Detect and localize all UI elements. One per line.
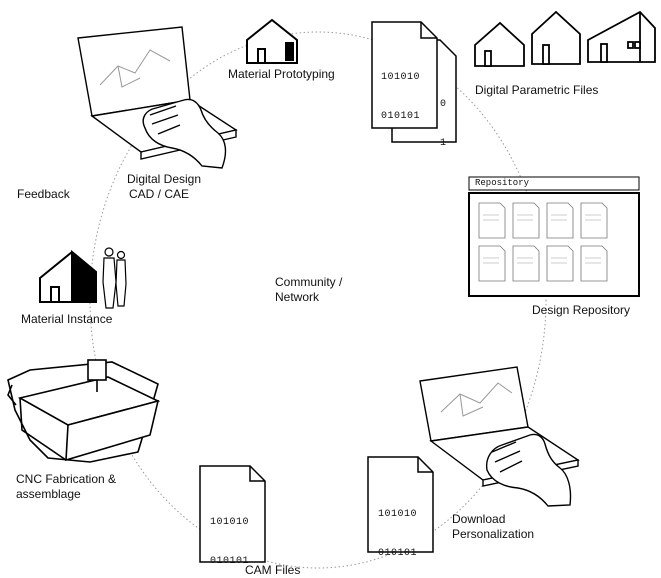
label-digital-design-line-1: Digital Design xyxy=(127,172,202,186)
label-cnc-line-1: CNC Fabrication & xyxy=(16,472,117,486)
label-digital-design: Digital Design CAD / CAE xyxy=(127,172,201,202)
hand-design-icon xyxy=(142,98,227,169)
label-digital-parametric-files: Digital Parametric Files xyxy=(475,83,599,97)
download-file-icon xyxy=(367,456,434,553)
label-community-network: Community / Network xyxy=(275,275,342,305)
download-file-binary: 101010 010101 xyxy=(378,482,417,573)
cam-file-icon xyxy=(199,465,266,563)
repository-header: Repository xyxy=(475,178,530,188)
instance-house-icon xyxy=(39,249,97,303)
label-center-line-1: Community / xyxy=(275,275,343,289)
label-center-line-2: Network xyxy=(275,290,320,304)
repository-files xyxy=(478,202,608,282)
label-cnc-line-2: assemblage xyxy=(16,487,81,501)
cnc-machine-icon xyxy=(7,359,161,463)
label-design-repository: Design Repository xyxy=(532,303,631,317)
parametric-file-binary: 101010 010101 xyxy=(381,45,420,136)
binary-line-2: 010101 xyxy=(381,111,421,122)
house-icon xyxy=(246,18,298,64)
binary-line-2: 010101 xyxy=(378,548,418,559)
binary-line-2: 010101 xyxy=(210,556,250,567)
cam-file-binary: 101010 010101 xyxy=(210,490,249,578)
label-feedback: Feedback xyxy=(17,187,70,201)
label-download-line-2: Personalization xyxy=(452,527,535,541)
back-sheet-binary-1: 0 xyxy=(440,99,447,110)
house-variants-icon xyxy=(474,10,656,67)
binary-line-1: 101010 xyxy=(378,509,418,520)
label-cam-files: CAM Files xyxy=(245,563,301,577)
label-download-line-1: Download xyxy=(452,512,506,526)
label-material-instance: Material Instance xyxy=(21,312,113,326)
hand-icon xyxy=(485,433,572,507)
label-digital-design-line-2: CAD / CAE xyxy=(129,187,190,201)
document-stack-icon xyxy=(371,21,457,143)
back-sheet-binary-2: 1 xyxy=(440,138,447,149)
binary-line-1: 101010 xyxy=(381,72,421,83)
repository-file-text xyxy=(483,214,601,264)
label-download-personalization: Download Personalization xyxy=(452,512,534,542)
back-sheet-binary: 0 1 xyxy=(440,72,453,163)
binary-line-1: 101010 xyxy=(210,517,250,528)
people-icon xyxy=(102,247,127,309)
label-material-prototyping: Material Prototyping xyxy=(228,67,335,81)
label-cnc-fabrication: CNC Fabrication & assemblage xyxy=(16,472,116,502)
